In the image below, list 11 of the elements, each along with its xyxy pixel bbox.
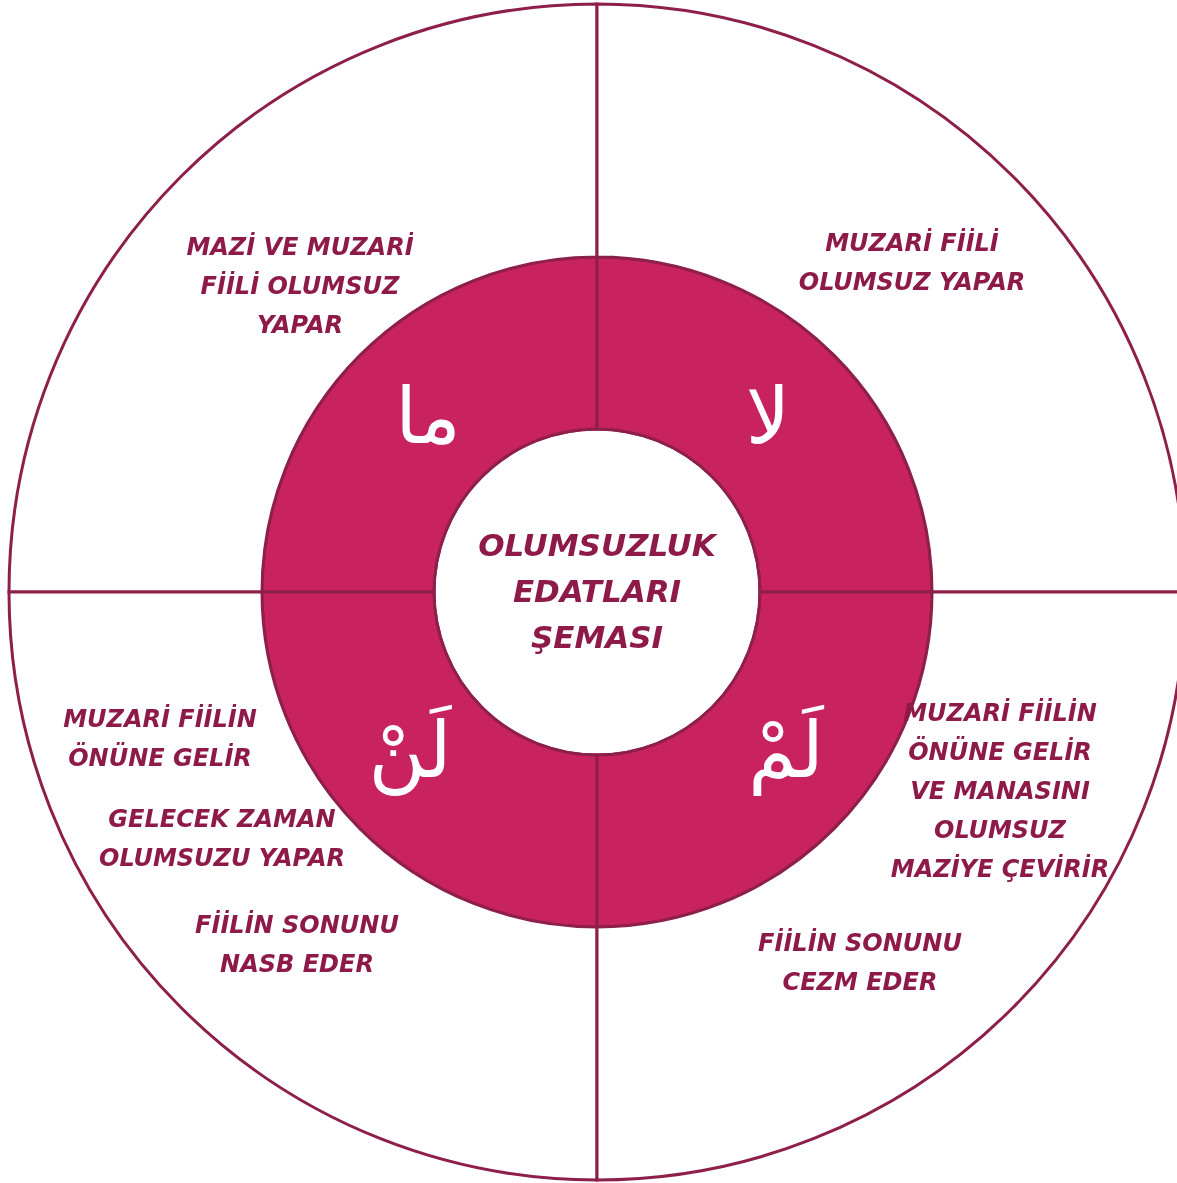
description-text: GELECEK ZAMAN OLUMSUZU YAPAR	[98, 804, 346, 874]
description-text: MUZARİ FİİLİ OLUMSUZ YAPAR	[797, 227, 1027, 298]
description-text: MAZİ VE MUZARİ FİİLİ OLUMSUZ YAPAR	[185, 231, 415, 341]
arabic-particle: لَنْ	[367, 704, 453, 798]
arabic-particle: ما	[394, 370, 462, 463]
arabic-particle: لا	[744, 370, 792, 463]
center-label: OLUMSUZLUK EDATLARI ŞEMASI	[477, 526, 719, 657]
description-text: MUZARİ FİİLİN ÖNÜNE GELİR	[62, 703, 258, 774]
description-text: FİİLİN SONUNU CEZM EDER	[757, 927, 963, 998]
description-text: FİİLİN SONUNU NASB EDER	[194, 909, 400, 980]
arabic-particle: لَمْ	[747, 704, 825, 798]
